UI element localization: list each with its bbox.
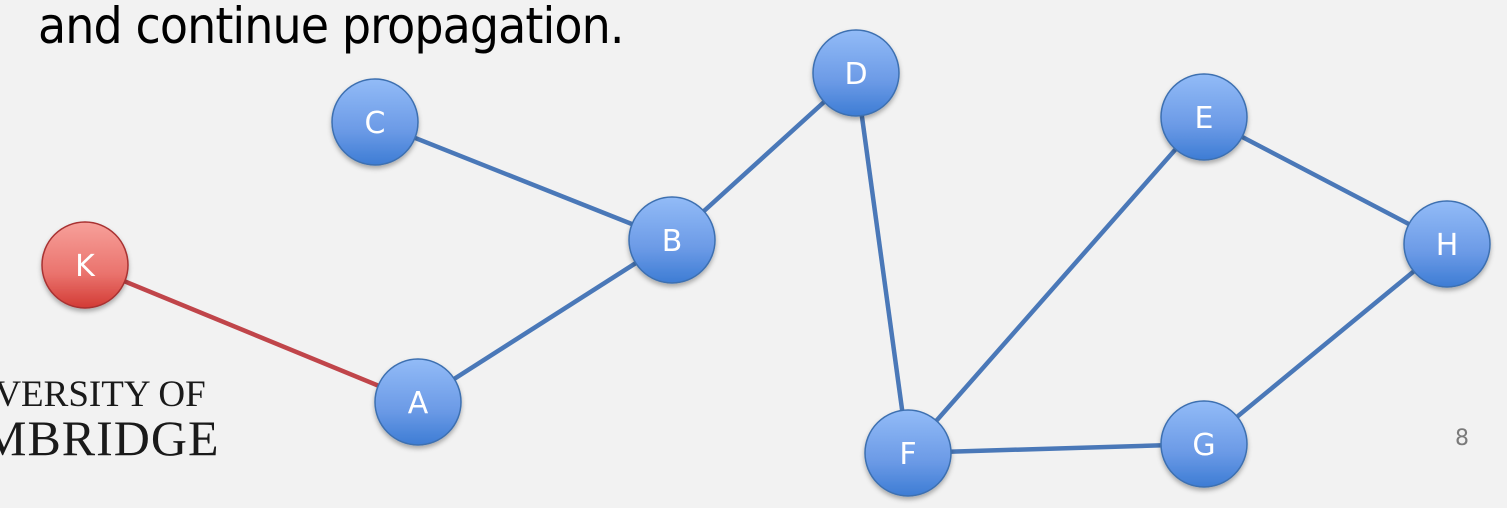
node-circle bbox=[864, 409, 952, 497]
node-circle bbox=[1403, 200, 1491, 288]
edge-k-a bbox=[84, 262, 419, 405]
node-a: A bbox=[374, 358, 462, 446]
slide-title-text: and continue propagation. bbox=[38, 0, 624, 55]
node-label: K bbox=[75, 249, 96, 284]
node-circle bbox=[331, 78, 419, 166]
node-label: F bbox=[899, 437, 916, 472]
node-label: D bbox=[844, 57, 867, 92]
node-circle bbox=[41, 221, 129, 309]
node-h: H bbox=[1403, 200, 1491, 288]
node-k: K bbox=[41, 221, 129, 309]
node-label: A bbox=[408, 386, 429, 421]
edge-d-f bbox=[853, 72, 911, 454]
graph-nodes: C D E B H K A F G bbox=[41, 29, 1491, 497]
edge-g-h bbox=[1202, 242, 1449, 446]
node-label: H bbox=[1436, 228, 1459, 263]
node-e: E bbox=[1160, 73, 1248, 161]
node-g: G bbox=[1160, 400, 1248, 488]
node-b: B bbox=[628, 196, 716, 284]
university-logo: IVERSITY OF MBRIDGE bbox=[0, 376, 220, 463]
node-label: E bbox=[1195, 101, 1214, 136]
node-label: B bbox=[662, 224, 683, 259]
edge-e-h bbox=[1202, 115, 1449, 246]
node-circle bbox=[628, 196, 716, 284]
node-circle bbox=[1160, 400, 1248, 488]
node-circle bbox=[812, 29, 900, 117]
node-f: F bbox=[864, 409, 952, 497]
edge-f-e bbox=[906, 115, 1206, 455]
node-label: G bbox=[1192, 428, 1215, 463]
node-circle bbox=[374, 358, 462, 446]
node-circle bbox=[1160, 73, 1248, 161]
node-label: C bbox=[365, 106, 386, 141]
logo-line-1: IVERSITY OF bbox=[0, 374, 206, 415]
edge-f-g bbox=[907, 441, 1205, 456]
logo-line-2: MBRIDGE bbox=[0, 410, 220, 466]
edge-a-b bbox=[416, 238, 674, 404]
page-number: 8 bbox=[1455, 426, 1469, 451]
edge-c-b bbox=[374, 119, 673, 243]
node-c: C bbox=[331, 78, 419, 166]
node-d: D bbox=[812, 29, 900, 117]
